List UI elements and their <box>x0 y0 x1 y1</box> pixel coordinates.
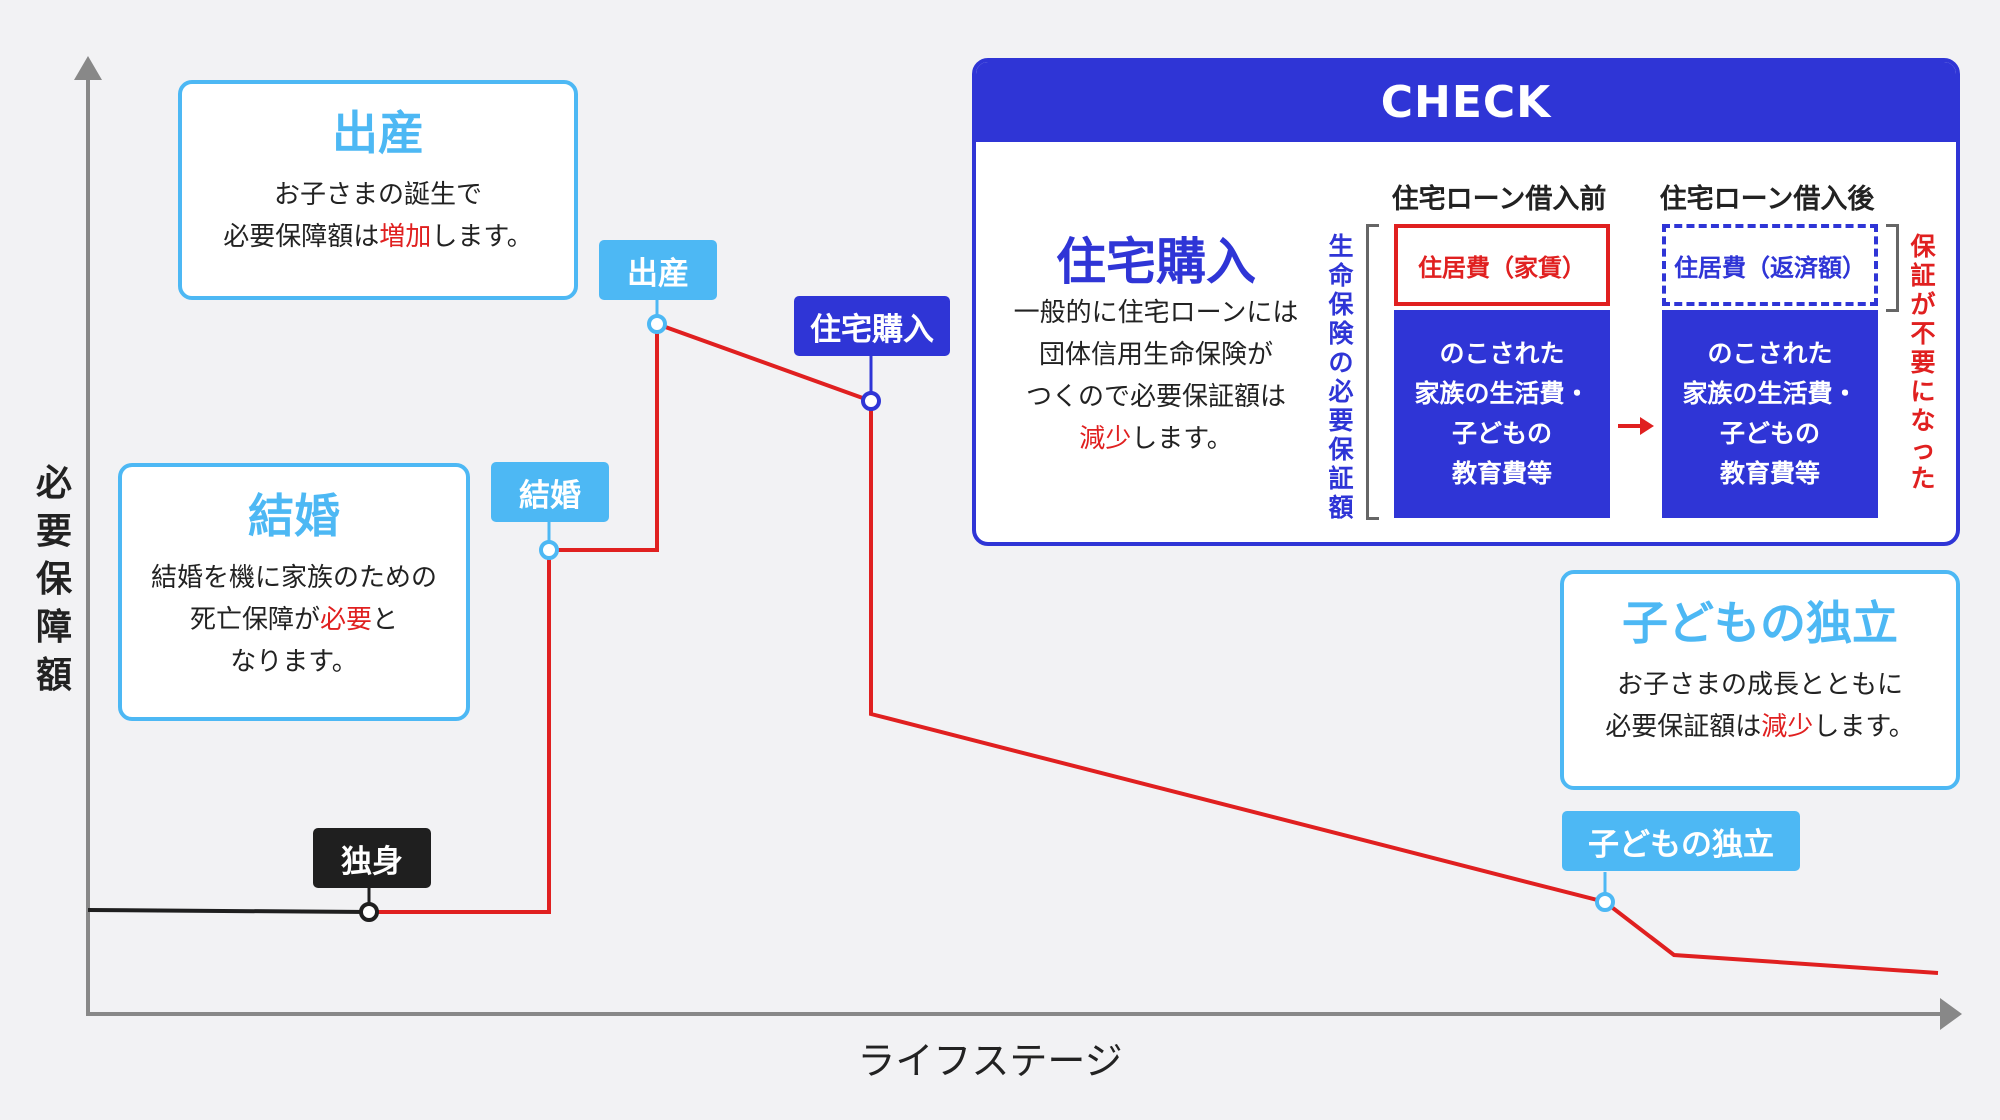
vchar: な <box>1910 406 1936 435</box>
card-marriage-title: 結婚 <box>248 489 340 543</box>
living-line: 子どもの <box>1451 419 1552 448</box>
heading-before-loan: 住宅ローン借入前 <box>1391 184 1607 215</box>
label-no-longer-needed: 保 証 が 不 要 に な っ た <box>1908 232 1938 493</box>
vchar: 額 <box>1328 493 1354 522</box>
vchar: 要 <box>1328 406 1354 435</box>
point-house <box>861 391 881 411</box>
card-marriage-line2: 死亡保障が必要と <box>122 599 466 641</box>
label-life-insurance-required: 生 命 保 険 の 必 要 保 証 額 <box>1326 232 1356 522</box>
card-independence-line2: 必要保証額は減少します。 <box>1564 706 1956 748</box>
vchar: 保 <box>1328 435 1354 464</box>
y-axis-char: 要 <box>35 511 72 552</box>
y-axis-char: 必 <box>35 463 72 504</box>
tag-single: 独身 <box>313 828 431 888</box>
living-line: 教育費等 <box>1719 459 1820 488</box>
point-independence <box>1595 892 1615 912</box>
y-axis-label: 必 要 保 障 額 <box>32 460 76 700</box>
living-line: のこされた <box>1707 339 1833 368</box>
y-axis-char: 障 <box>35 607 72 648</box>
check-panel: CHECK 住宅購入 一般的に住宅ローンには 団体信用生命保険が つくので必要保… <box>972 58 1960 546</box>
y-axis-char: 額 <box>35 655 72 696</box>
check-desc-line1: 一般的に住宅ローンには <box>1013 298 1299 328</box>
card-marriage-line2-post: と <box>372 605 399 635</box>
series-line-after <box>369 321 1939 975</box>
card-marriage-highlight: 必要 <box>319 605 372 635</box>
card-independence-highlight: 減少 <box>1761 712 1814 742</box>
vchar: 生 <box>1328 232 1354 261</box>
box-rent-after: 住居費（返済額） <box>1662 224 1878 306</box>
y-axis-char: 保 <box>35 559 72 600</box>
card-independence: 子どもの独立 お子さまの成長とともに 必要保証額は減少します。 <box>1560 570 1960 790</box>
card-independence-line2-post: します。 <box>1813 712 1915 742</box>
card-independence-line2-pre: 必要保証額は <box>1605 712 1762 742</box>
card-marriage-body: 結婚を機に家族のための 死亡保障が必要と なります。 <box>122 557 466 683</box>
check-desc-line3: つくので必要保証額は <box>1025 382 1286 412</box>
living-line: 家族の生活費・ <box>1682 379 1858 408</box>
y-axis-arrow <box>74 56 102 80</box>
vchar: 要 <box>1910 348 1936 377</box>
living-line: 子どもの <box>1719 419 1820 448</box>
box-living-after: のこされた 家族の生活費・ 子どもの 教育費等 <box>1662 310 1878 518</box>
heading-after-loan: 住宅ローン借入後 <box>1659 184 1875 215</box>
tag-marriage: 結婚 <box>491 462 609 522</box>
check-desc-post: します。 <box>1131 424 1233 454</box>
arrow-right-icon <box>1618 417 1654 435</box>
vchar: っ <box>1910 435 1936 464</box>
tag-house: 住宅購入 <box>794 296 950 356</box>
card-birth-highlight: 増加 <box>379 222 432 252</box>
point-birth <box>647 314 667 334</box>
card-marriage-line1: 結婚を機に家族のための <box>150 563 437 593</box>
point-marriage <box>539 540 559 560</box>
vchar: た <box>1910 464 1936 493</box>
vchar: 証 <box>1328 464 1354 493</box>
living-line: 家族の生活費・ <box>1414 379 1590 408</box>
vchar: 険 <box>1328 319 1354 348</box>
check-title: 住宅購入 <box>1056 233 1256 291</box>
vchar: 保 <box>1910 232 1936 261</box>
card-birth-title: 出産 <box>332 106 424 160</box>
box-living-before: のこされた 家族の生活費・ 子どもの 教育費等 <box>1394 310 1610 518</box>
box-rent-before: 住居費（家賃） <box>1394 224 1610 306</box>
vchar: 保 <box>1328 290 1354 319</box>
card-independence-body: お子さまの成長とともに 必要保証額は減少します。 <box>1564 664 1956 748</box>
check-desc-line4: 減少します。 <box>976 418 1336 460</box>
living-line: 教育費等 <box>1451 459 1552 488</box>
check-description: 一般的に住宅ローンには 団体信用生命保険が つくので必要保証額は 減少します。 <box>976 292 1336 460</box>
card-birth-body: お子さまの誕生で 必要保障額は増加します。 <box>182 174 574 258</box>
vchar: の <box>1328 348 1354 377</box>
bracket-right <box>1886 224 1899 312</box>
check-header: CHECK <box>976 62 1956 142</box>
tag-birth: 出産 <box>599 240 717 300</box>
card-birth-line2-post: します。 <box>431 222 533 252</box>
vchar: 命 <box>1328 261 1354 290</box>
card-birth: 出産 お子さまの誕生で 必要保障額は増加します。 <box>178 80 578 300</box>
card-independence-title: 子どもの独立 <box>1622 596 1898 650</box>
bracket-left <box>1366 224 1379 520</box>
point-single <box>359 902 379 922</box>
vchar: 証 <box>1910 261 1936 290</box>
x-axis-arrow <box>1940 998 1962 1030</box>
card-marriage-line3: なります。 <box>230 647 358 677</box>
check-desc-line2: 団体信用生命保険が <box>1038 340 1273 370</box>
card-marriage-line2-pre: 死亡保障が <box>189 605 320 635</box>
vchar: 不 <box>1910 319 1936 348</box>
vchar: 必 <box>1328 377 1354 406</box>
check-desc-highlight: 減少 <box>1079 424 1132 454</box>
card-marriage: 結婚 結婚を機に家族のための 死亡保障が必要と なります。 <box>118 463 470 721</box>
series-line-before <box>87 908 370 914</box>
x-axis-label: ライフステージ <box>857 1039 1123 1083</box>
card-birth-line2-pre: 必要保障額は <box>223 222 380 252</box>
card-independence-line1: お子さまの成長とともに <box>1616 670 1903 700</box>
vchar: が <box>1910 290 1936 319</box>
tag-independence: 子どもの独立 <box>1562 811 1800 871</box>
vchar: に <box>1910 377 1936 406</box>
card-birth-line2: 必要保障額は増加します。 <box>182 216 574 258</box>
card-birth-line1: お子さまの誕生で <box>273 180 482 210</box>
living-line: のこされた <box>1439 339 1565 368</box>
